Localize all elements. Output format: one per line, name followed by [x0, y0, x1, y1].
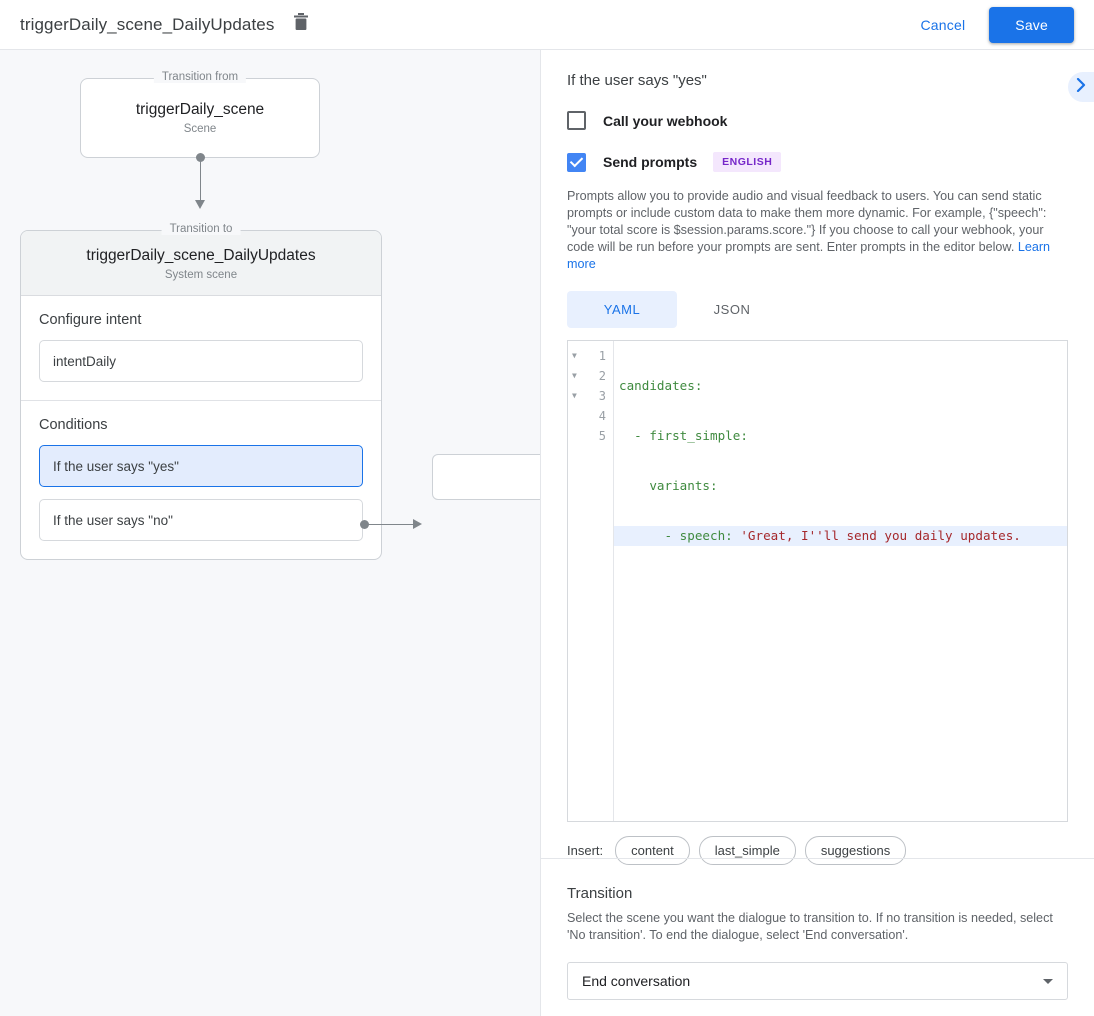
language-badge: ENGLISH: [713, 152, 782, 172]
code-line: - first_simple:: [614, 426, 1067, 446]
code-key: variants:: [649, 478, 718, 493]
code-line: candidates:: [614, 376, 1067, 396]
edge-line-vertical: [200, 158, 201, 203]
page-title: triggerDaily_scene_DailyUpdates: [20, 14, 275, 34]
insert-label: Insert:: [567, 843, 604, 858]
panel-content: If the user says "yes" Call your webhook…: [541, 50, 1094, 865]
gutter-row: 5: [568, 426, 613, 446]
call-webhook-label: Call your webhook: [603, 112, 728, 129]
branch-line-horizontal: [366, 524, 414, 525]
prompts-description-text: Prompts allow you to provide audio and v…: [567, 189, 1047, 254]
chevron-down-icon: [1043, 978, 1053, 984]
code-line: variants:: [614, 476, 1067, 496]
code-line: [614, 576, 1067, 596]
cancel-button[interactable]: Cancel: [907, 8, 980, 42]
code-indent: [619, 528, 665, 543]
transition-section: Transition Select the scene you want the…: [567, 885, 1068, 1000]
transition-description: Select the scene you want the dialogue t…: [567, 911, 1053, 942]
code-line-active: - speech: 'Great, I''ll send you daily u…: [614, 526, 1067, 546]
node-from-subtitle: Scene: [183, 123, 217, 135]
panel-title: If the user says "yes": [567, 72, 707, 89]
configure-intent-section: Configure intent intentDaily: [21, 296, 381, 400]
condition-item-no[interactable]: If the user says "no": [39, 499, 363, 541]
edge-source-dot: [196, 153, 205, 162]
send-prompts-row: Send prompts ENGLISH: [567, 152, 1068, 172]
intent-field[interactable]: intentDaily: [39, 340, 363, 382]
prompts-description: Prompts allow you to provide audio and v…: [567, 188, 1068, 273]
node-to-subtitle: System scene: [164, 269, 238, 281]
gutter-row: ▼1: [568, 346, 613, 366]
line-number: 3: [598, 389, 606, 403]
code-key: - first_simple:: [634, 428, 748, 443]
chevron-right-icon: [1076, 77, 1087, 97]
delete-button[interactable]: [288, 12, 314, 38]
node-transition-from[interactable]: Transition from triggerDaily_scene Scene: [80, 71, 320, 158]
line-number: 5: [598, 429, 606, 443]
node-to-title: triggerDaily_scene_DailyUpdates: [86, 247, 316, 264]
fold-arrow-icon[interactable]: ▼: [572, 371, 577, 380]
line-number: 2: [598, 369, 606, 383]
scene-graph-canvas[interactable]: Transition from triggerDaily_scene Scene…: [0, 50, 540, 1016]
editor-format-tabs: YAML JSON: [567, 291, 1068, 328]
branch-source-dot: [360, 520, 369, 529]
node-to-header: triggerDaily_scene_DailyUpdates System s…: [21, 231, 381, 296]
send-prompts-label: Send prompts: [603, 154, 698, 170]
gutter-row: ▼3: [568, 386, 613, 406]
webhook-row: Call your webhook: [567, 111, 1068, 130]
code-indent: [619, 428, 634, 443]
code-indent: [619, 478, 649, 493]
condition-item-yes[interactable]: If the user says "yes": [39, 445, 363, 487]
fold-arrow-icon[interactable]: ▼: [572, 351, 577, 360]
configure-intent-label: Configure intent: [39, 312, 142, 328]
conditions-label: Conditions: [39, 417, 108, 433]
editor-gutter: ▼1 ▼2 ▼3 4 5: [568, 341, 614, 821]
send-prompts-checkbox[interactable]: [567, 152, 586, 172]
code-string: 'Great, I''ll send you daily updates.: [740, 528, 1021, 543]
panel-divider: [541, 858, 1094, 859]
save-button[interactable]: Save: [989, 6, 1074, 43]
panel-collapse-button[interactable]: [1068, 72, 1094, 102]
tab-yaml[interactable]: YAML: [567, 291, 677, 328]
transition-select-value: End conversation: [582, 973, 691, 989]
insert-chip-suggestions[interactable]: suggestions: [804, 836, 907, 865]
insert-chip-content[interactable]: content: [615, 836, 690, 865]
insert-chip-last-simple[interactable]: last_simple: [698, 836, 796, 865]
call-webhook-checkbox[interactable]: [567, 111, 586, 130]
branch-arrowhead-right: [413, 519, 422, 529]
details-panel: If the user says "yes" Call your webhook…: [540, 50, 1094, 1016]
prompt-code-editor[interactable]: ▼1 ▼2 ▼3 4 5 candidates: - first_simple:…: [567, 340, 1068, 822]
node-transition-to[interactable]: Transition to triggerDaily_scene_DailyUp…: [20, 223, 382, 560]
node-from-title: triggerDaily_scene: [135, 101, 265, 118]
transition-title: Transition: [567, 885, 633, 902]
line-number: 4: [598, 409, 606, 423]
node-to-legend: Transition to: [161, 223, 241, 235]
node-from-legend: Transition from: [153, 71, 247, 83]
edge-arrowhead-down: [195, 200, 205, 209]
gutter-row: ▼2: [568, 366, 613, 386]
gutter-row: 4: [568, 406, 613, 426]
line-number: 1: [598, 349, 606, 363]
code-key: - speech:: [664, 528, 741, 543]
editor-code-area[interactable]: candidates: - first_simple: variants: - …: [614, 341, 1067, 821]
code-key: candidates:: [619, 378, 703, 393]
fold-arrow-icon[interactable]: ▼: [572, 391, 577, 400]
tab-json[interactable]: JSON: [713, 302, 751, 317]
trash-icon: [293, 13, 309, 36]
node-branch-target[interactable]: [432, 454, 540, 500]
insert-chips-row: Insert: content last_simple suggestions: [567, 836, 1068, 865]
learn-more-link[interactable]: Learn more: [567, 240, 1051, 271]
conditions-section: Conditions If the user says "yes" If the…: [21, 400, 381, 559]
transition-select[interactable]: End conversation: [567, 962, 1068, 1000]
top-bar: triggerDaily_scene_DailyUpdates Cancel S…: [0, 0, 1094, 50]
